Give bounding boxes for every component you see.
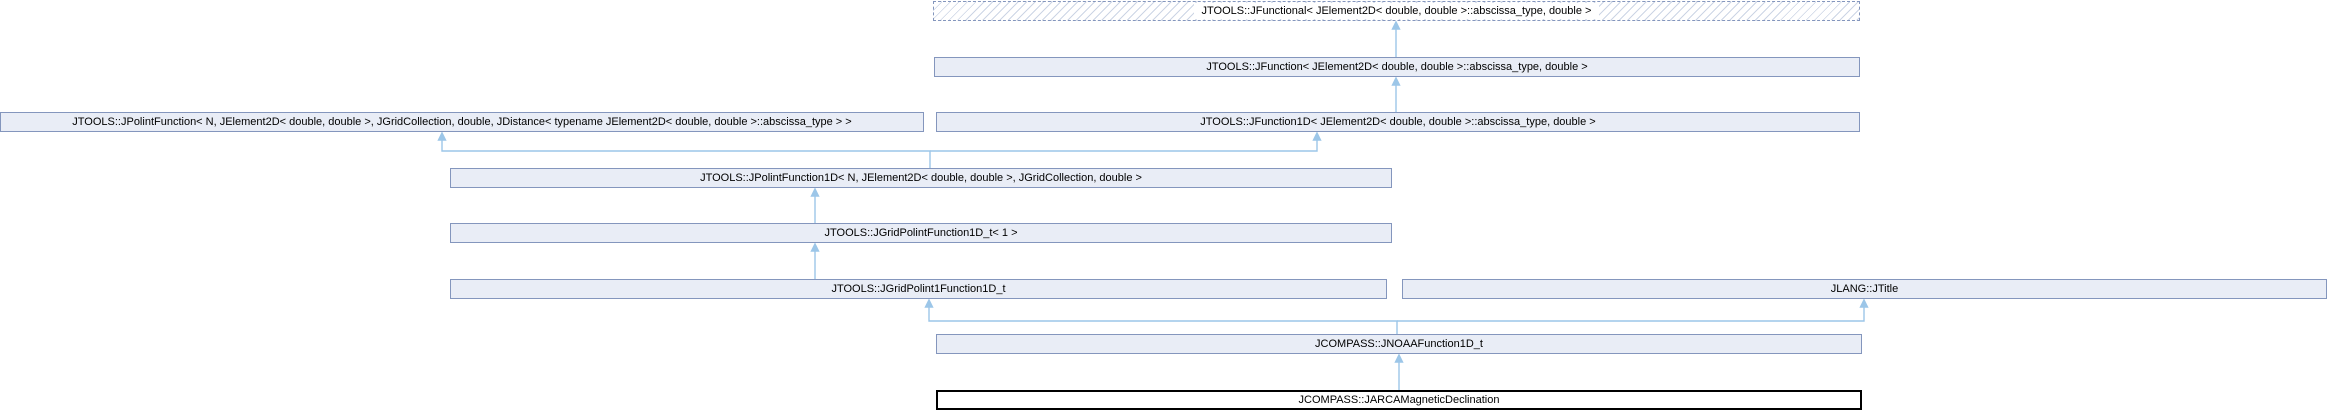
node-jtools-jpolintfunction[interactable]: JTOOLS::JPolintFunction< N, JElement2D< … [0, 112, 924, 132]
node-jtools-jfunction1d[interactable]: JTOOLS::JFunction1D< JElement2D< double,… [936, 112, 1860, 132]
node-label: JCOMPASS::JNOAAFunction1D_t [1315, 338, 1483, 350]
node-jtools-jfunctional: JTOOLS::JFunctional< JElement2D< double,… [933, 1, 1860, 21]
node-jtools-jpolintfunction1d[interactable]: JTOOLS::JPolintFunction1D< N, JElement2D… [450, 168, 1392, 188]
node-label: JLANG::JTitle [1830, 283, 1899, 295]
node-jtools-jfunction[interactable]: JTOOLS::JFunction< JElement2D< double, d… [934, 57, 1860, 77]
node-label: JTOOLS::JPolintFunction< N, JElement2D< … [72, 116, 852, 128]
edge-jnoaafunction1dt-to-jtitle [1397, 298, 1869, 322]
node-jtools-jgridpolint1function1d-t[interactable]: JTOOLS::JGridPolint1Function1D_t [450, 279, 1387, 299]
edge-jnoaafunction1dt-to-jgridpolint1function1dt [924, 298, 1398, 334]
edge-jgridpolintfunction1dt-to-jpolintfunction1d [810, 187, 820, 223]
edge-jarcamagneticdeclination-to-jnoaafunction1dt [1394, 353, 1404, 390]
node-jlang-jtitle[interactable]: JLANG::JTitle [1402, 279, 2327, 299]
node-label: JTOOLS::JFunction1D< JElement2D< double,… [1200, 116, 1596, 128]
node-label: JCOMPASS::JARCAMagneticDeclination [1298, 394, 1500, 406]
edge-jpolintfunction1d-to-jfunction1d [930, 131, 1322, 152]
node-label: JTOOLS::JGridPolint1Function1D_t [831, 283, 1006, 295]
node-jcompass-jnoaafunction1d-t[interactable]: JCOMPASS::JNOAAFunction1D_t [936, 334, 1862, 354]
node-label: JTOOLS::JFunctional< JElement2D< double,… [1193, 3, 1600, 19]
node-label: JTOOLS::JGridPolintFunction1D_t< 1 > [824, 227, 1018, 239]
node-label: JTOOLS::JFunction< JElement2D< double, d… [1206, 61, 1588, 73]
node-jtools-jgridpolintfunction1d-t[interactable]: JTOOLS::JGridPolintFunction1D_t< 1 > [450, 223, 1392, 243]
edge-jfunction-to-jfunctional [1391, 20, 1401, 57]
edge-jgridpolint1function1dt-to-jgridpolintfunction1dt [810, 242, 820, 279]
node-label: JTOOLS::JPolintFunction1D< N, JElement2D… [700, 172, 1142, 184]
edge-jfunction1d-to-jfunction [1391, 76, 1401, 112]
edge-jpolintfunction1d-to-jpolintfunction [437, 131, 931, 168]
node-jcompass-jarcamagneticdeclination: JCOMPASS::JARCAMagneticDeclination [936, 390, 1862, 410]
